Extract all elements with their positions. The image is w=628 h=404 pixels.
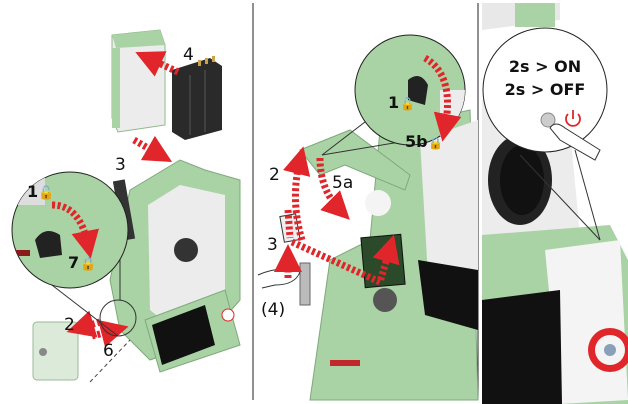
- keypad: [482, 225, 628, 404]
- step-label: 2: [269, 165, 280, 185]
- close-arrow: [316, 157, 350, 220]
- power-icon: [565, 110, 581, 127]
- pull-arrow: [66, 310, 102, 338]
- panel-sdcard: 2 5a 3 (4) 1 🔓 5b 🔒: [257, 34, 479, 401]
- power-button: [540, 112, 556, 128]
- battery-housing: [111, 29, 166, 133]
- power-off-instruction: 2s > OFF: [505, 80, 586, 99]
- panel-power: 2s > ON 2s > OFF: [482, 3, 628, 404]
- telescope-lens: [488, 135, 552, 225]
- panel-battery: 4 3 2 6: [11, 29, 241, 383]
- step-label: 7: [68, 253, 79, 272]
- lock-icon: 🔒: [428, 136, 443, 150]
- lock-icon: 🔒: [80, 257, 96, 272]
- step-label: 5b: [405, 132, 428, 151]
- card-adapter: [299, 262, 311, 306]
- step-label: 1: [388, 93, 399, 112]
- controller-display: [144, 289, 241, 373]
- magnifier-power: 2s > ON 2s > OFF: [482, 27, 608, 161]
- push-arrow: [91, 319, 129, 348]
- unlock-icon: 🔓: [38, 185, 54, 201]
- step-label: 3: [115, 155, 126, 175]
- step-label: 5a: [332, 173, 353, 193]
- step-label: 4: [183, 45, 194, 65]
- unlock-icon: 🔓: [400, 97, 415, 111]
- finger-icon: [549, 123, 601, 161]
- insert-card-arrow: [284, 209, 390, 287]
- battery: [172, 56, 222, 140]
- step-label: 1: [27, 182, 38, 201]
- insert-arrow: [135, 51, 180, 77]
- total-station-side: [299, 109, 479, 401]
- step-label: 6: [103, 341, 114, 361]
- open-arrow: [283, 146, 311, 242]
- step-label: 2: [64, 315, 75, 335]
- step-label: (4): [261, 300, 285, 320]
- step-label: 3: [267, 235, 278, 255]
- hand-outline: [257, 268, 301, 289]
- remove-arrow: [132, 135, 173, 162]
- magnifier-lock: 1 🔓 7 🔒: [11, 171, 129, 289]
- power-on-instruction: 2s > ON: [509, 57, 581, 76]
